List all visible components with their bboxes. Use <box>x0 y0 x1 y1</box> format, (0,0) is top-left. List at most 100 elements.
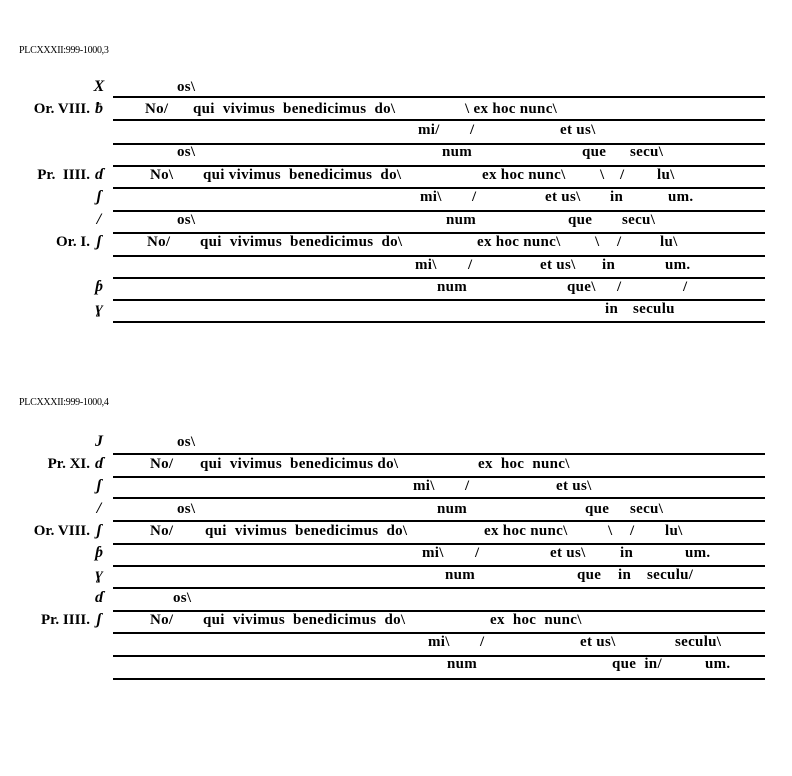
text-fragment: No/ <box>147 234 171 250</box>
text-fragment: \ <box>608 523 613 539</box>
staff-line <box>113 321 765 323</box>
text-fragment: \ ex hoc nunc\ <box>465 101 558 117</box>
text-fragment: / <box>683 279 688 295</box>
text-fragment: secu\ <box>630 144 664 160</box>
text-fragment: num <box>437 279 468 295</box>
text-fragment: in <box>620 545 634 561</box>
dasia-sign-icon: ʃ <box>96 233 102 250</box>
text-fragment: ex hoc nunc\ <box>484 523 568 539</box>
text-fragment: os\ <box>177 212 196 228</box>
dasia-sign-icon: ƥ <box>95 544 103 561</box>
staff-line <box>113 232 765 234</box>
text-fragment: No/ <box>150 612 174 628</box>
staff-line <box>113 632 765 634</box>
staff-line <box>113 299 765 301</box>
text-fragment: / <box>475 545 480 561</box>
text-fragment: \ <box>595 234 600 250</box>
staff-line <box>113 187 765 189</box>
block-caption: PLCXXXII:999-1000,3 <box>19 45 109 56</box>
block-caption: PLCXXXII:999-1000,4 <box>19 397 109 408</box>
text-fragment: et us\ <box>556 478 592 494</box>
text-fragment: ex hoc nunc\ <box>490 612 582 628</box>
text-fragment: que <box>568 212 593 228</box>
text-fragment: in <box>610 189 624 205</box>
text-fragment: / <box>630 523 635 539</box>
dasia-sign-icon: ƥ <box>95 278 103 295</box>
text-fragment: / <box>617 234 622 250</box>
staff-line <box>113 565 765 567</box>
text-fragment: / <box>617 279 622 295</box>
staff-line <box>113 678 765 680</box>
text-fragment: / <box>470 122 475 138</box>
dasia-sign-icon: ɗ <box>95 589 103 606</box>
text-fragment: et us\ <box>545 189 581 205</box>
text-fragment: um. <box>668 189 694 205</box>
staff-line <box>113 587 765 589</box>
text-fragment: que in/ <box>612 656 662 672</box>
text-fragment: secu\ <box>622 212 656 228</box>
staff-line <box>113 476 765 478</box>
text-fragment: os\ <box>177 79 196 95</box>
text-fragment: lu\ <box>660 234 678 250</box>
text-fragment: qui vivimus benedicimus do\ <box>200 456 399 472</box>
text-fragment: No/ <box>150 456 174 472</box>
text-fragment: ex hoc nunc\ <box>477 234 561 250</box>
dasia-sign-icon: / <box>96 500 102 517</box>
staff-line <box>113 497 765 499</box>
text-fragment: seculu/ <box>647 567 694 583</box>
text-fragment: / <box>480 634 485 650</box>
staff-line <box>113 255 765 257</box>
text-fragment: lu\ <box>657 167 675 183</box>
text-fragment: \ <box>600 167 605 183</box>
staff-line <box>113 655 765 657</box>
text-fragment: seculu\ <box>675 634 722 650</box>
dasia-sign-icon: / <box>96 211 102 228</box>
mode-label: Or. VIII. <box>33 101 90 117</box>
text-fragment: in <box>618 567 632 583</box>
dasia-sign-icon: ƀ <box>95 100 103 117</box>
text-fragment: et us\ <box>540 257 576 273</box>
text-fragment: que <box>582 144 607 160</box>
staff-line <box>113 143 765 145</box>
staff-line <box>113 543 765 545</box>
dasia-sign-icon: X <box>93 78 105 95</box>
staff-line <box>113 453 765 455</box>
staff-line <box>113 119 765 121</box>
dasia-sign-icon: ʃ <box>96 188 102 205</box>
mode-label: Pr. XI. <box>47 456 90 472</box>
dasia-sign-icon: ɣ <box>95 300 103 317</box>
text-fragment: um. <box>665 257 691 273</box>
text-fragment: os\ <box>177 434 196 450</box>
mode-label: Pr. IIII. <box>37 167 90 183</box>
mode-label: Or. I. <box>55 234 90 250</box>
text-fragment: mi\ <box>422 545 444 561</box>
text-fragment: No/ <box>150 523 174 539</box>
staff-line <box>113 165 765 167</box>
staff-line <box>113 210 765 212</box>
text-fragment: mi\ <box>420 189 442 205</box>
text-fragment: os\ <box>173 590 192 606</box>
text-fragment: os\ <box>177 144 196 160</box>
text-fragment: qui vivimus benedicimus do\ <box>205 523 408 539</box>
text-fragment: num <box>445 567 476 583</box>
text-fragment: mi\ <box>413 478 435 494</box>
staff-line <box>113 96 765 98</box>
staff-line <box>113 277 765 279</box>
text-fragment: qui vivimus benedicimus do\ <box>203 167 402 183</box>
text-fragment: num <box>437 501 468 517</box>
text-fragment: seculu <box>633 301 675 317</box>
text-fragment: / <box>620 167 625 183</box>
text-fragment: et us\ <box>580 634 616 650</box>
dasia-sign-icon: ʃ <box>96 611 102 628</box>
dasia-sign-icon: ɗ <box>95 455 103 472</box>
text-fragment: / <box>468 257 473 273</box>
dasia-sign-icon: ʃ <box>96 477 102 494</box>
dasia-sign-icon: J <box>95 433 103 450</box>
mode-label: Or. VIII. <box>33 523 90 539</box>
staff-line <box>113 610 765 612</box>
text-fragment: ex hoc nunc\ <box>482 167 566 183</box>
text-fragment: qui vivimus benedicimus do\ <box>203 612 406 628</box>
text-fragment: No\ <box>150 167 174 183</box>
text-fragment: et us\ <box>550 545 586 561</box>
text-fragment: mi/ <box>418 122 440 138</box>
